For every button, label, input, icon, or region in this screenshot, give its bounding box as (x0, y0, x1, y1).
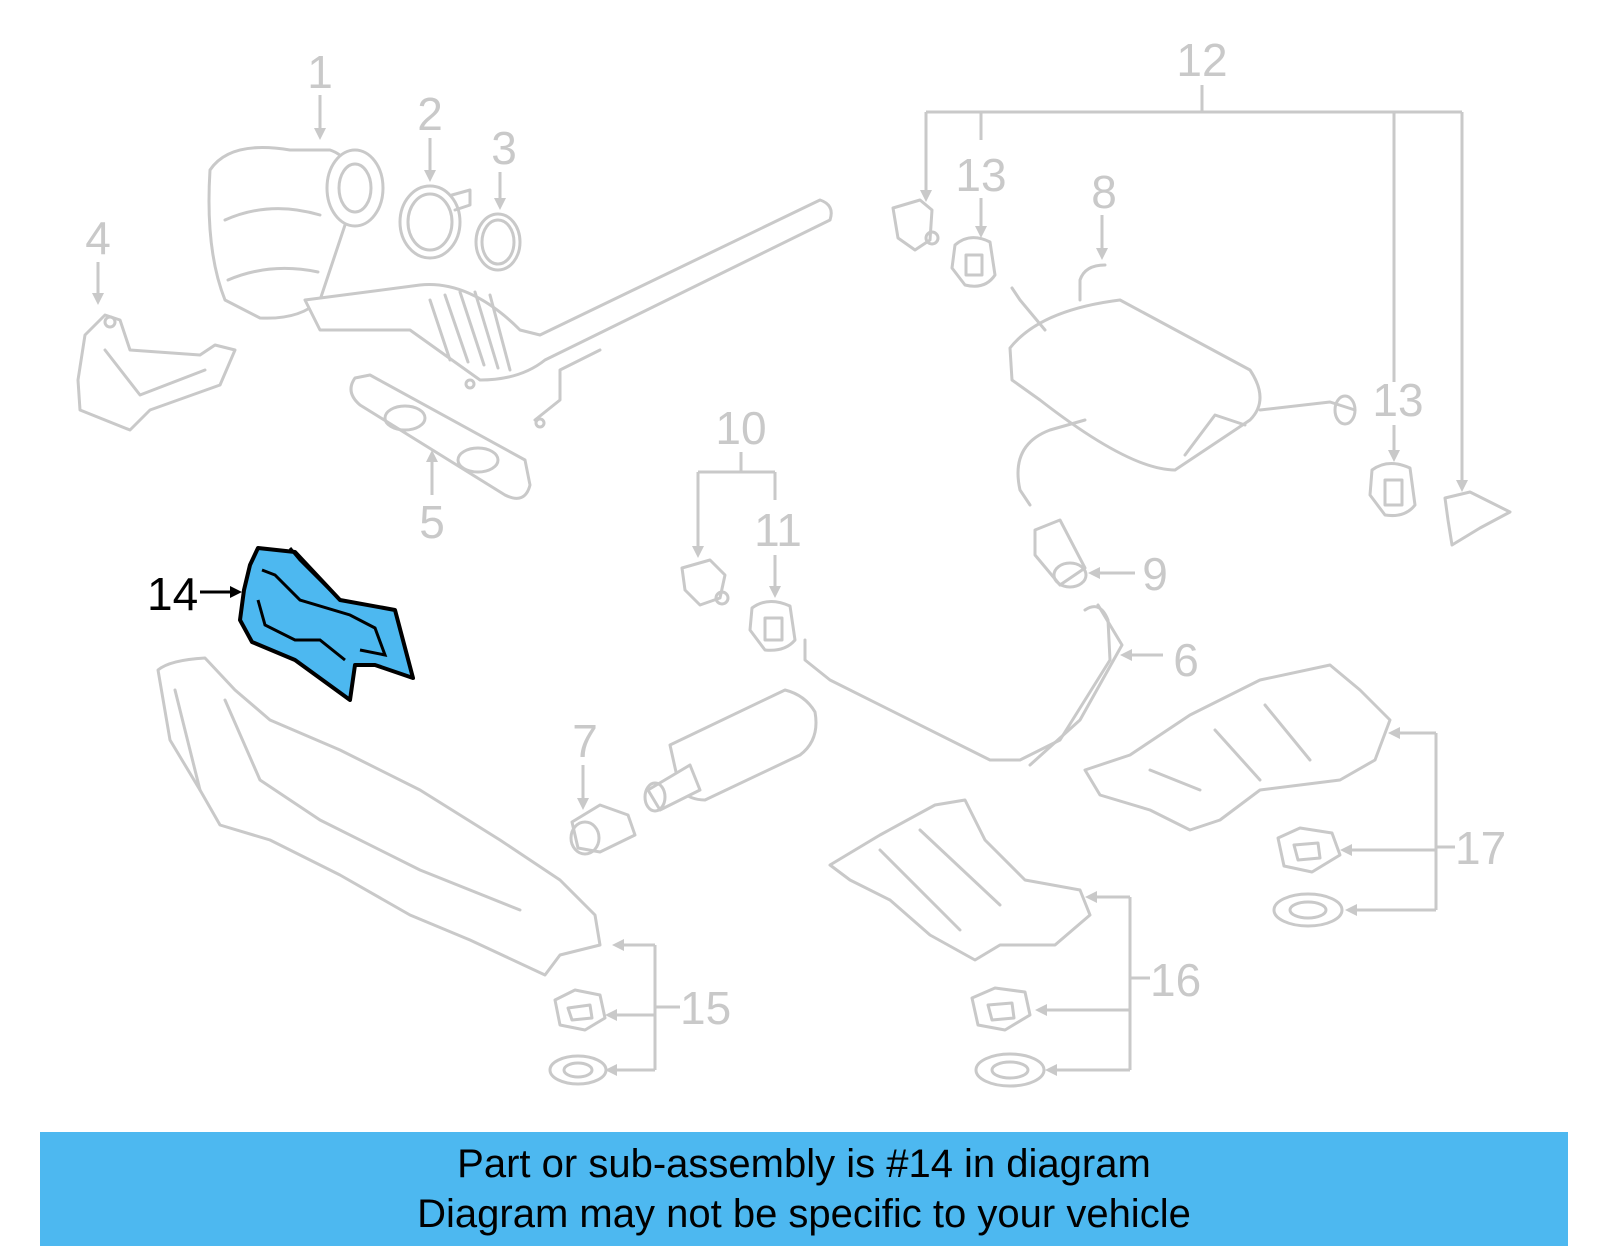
part-17-heat-shield (1083, 663, 1392, 832)
rear-muffler (1008, 263, 1357, 507)
part-3-gasket (474, 212, 522, 272)
callout-11: 11 (754, 504, 802, 556)
part-13-rubber-mount-upper (950, 236, 997, 288)
callout-5: 5 (419, 496, 445, 548)
callout-15: 15 (680, 982, 731, 1034)
callout-16: 16 (1150, 954, 1201, 1006)
callout-13-lower: 13 (1372, 374, 1423, 426)
callout-3: 3 (491, 122, 517, 174)
callout-10: 10 (715, 402, 766, 454)
part-16-washer (974, 1052, 1046, 1088)
callout-12: 12 (1176, 34, 1227, 86)
part-13-rubber-mount-lower (1368, 462, 1417, 517)
part-15-washer (548, 1054, 608, 1086)
callout-17: 17 (1455, 822, 1506, 874)
leader-lines (92, 85, 1468, 1076)
part-2-clamp (398, 184, 472, 260)
part-5-flange-gasket (349, 373, 532, 500)
part-10-center-muffler (643, 688, 818, 813)
part-15-heat-shield (156, 656, 602, 977)
part-12-hanger-left (891, 198, 940, 252)
callout-2: 2 (417, 88, 443, 140)
banner-line-part: Part or sub-assembly is #14 in diagram (457, 1142, 1151, 1186)
part-6-center-pipe (803, 603, 1124, 767)
callout-4: 4 (85, 212, 111, 264)
part-10-hanger (680, 558, 730, 607)
callout-8: 8 (1091, 166, 1117, 218)
callout-13-upper: 13 (955, 149, 1006, 201)
part-1-catalytic-converter (207, 146, 833, 429)
part-17-washer (1272, 892, 1344, 928)
callout-14: 14 (147, 568, 198, 620)
banner-line-disclaimer: Diagram may not be specific to your vehi… (417, 1192, 1191, 1236)
part-15-nut (553, 988, 607, 1032)
callout-6: 6 (1173, 634, 1199, 686)
callout-9: 9 (1142, 548, 1168, 600)
part-16-nut (970, 986, 1032, 1032)
callout-7: 7 (572, 715, 598, 767)
part-17-nut (1276, 826, 1342, 874)
part-12-hanger-right (1443, 490, 1512, 547)
part-14-heat-shield-highlighted[interactable] (238, 546, 415, 702)
part-7-clamp (569, 803, 637, 856)
part-16-heat-shield (828, 798, 1092, 962)
info-banner: Part or sub-assembly is #14 in diagram D… (40, 1132, 1568, 1246)
callout-1: 1 (307, 46, 333, 98)
part-9-clamp-sleeve (1033, 518, 1088, 589)
part-4-bracket (76, 313, 237, 432)
exhaust-system-diagram: 1 2 3 4 5 6 7 8 9 10 11 12 13 13 14 15 1… (76, 34, 1512, 1088)
part-11-rubber-mount (748, 600, 797, 652)
